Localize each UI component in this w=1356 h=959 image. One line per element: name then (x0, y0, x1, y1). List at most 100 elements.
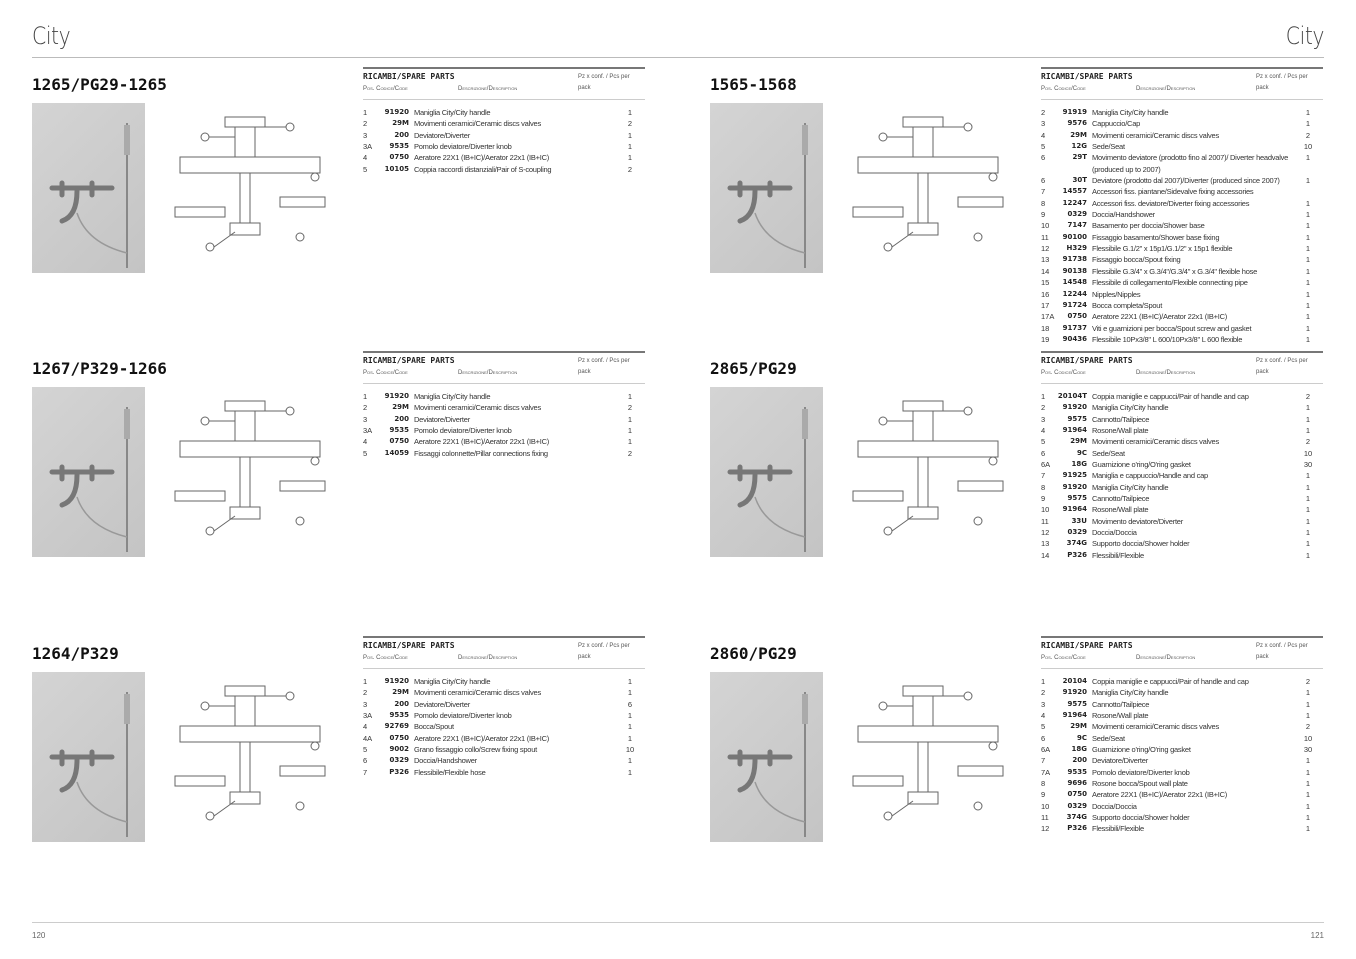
table-title: RICAMBI/SPARE PARTS (1041, 641, 1133, 650)
column-pos-code: Pos. Codice/Code (1041, 370, 1086, 376)
product-code-title: 1565-1568 (710, 75, 797, 94)
row-quantity: 1 (1305, 539, 1311, 549)
row-quantity: 1 (1305, 779, 1311, 789)
row-pos: 4 (363, 722, 368, 732)
row-quantity: 1 (627, 437, 633, 447)
row-description: Doccia/Handshower (414, 756, 477, 766)
row-pos: 12 (1041, 528, 1050, 538)
row-quantity: 1 (1305, 688, 1311, 698)
row-quantity: 1 (1305, 516, 1311, 526)
row-description: Accessori fiss. piantane/Sidevalve fixin… (1092, 187, 1254, 197)
row-description: Cannotto/Tailpiece (1092, 494, 1150, 504)
row-code: 0750 (1067, 790, 1087, 799)
row-quantity: 2 (1305, 677, 1311, 686)
column-pcs: Pz x conf. / Pcs per pack (1256, 358, 1308, 375)
column-description: Descrizione/Description (458, 86, 518, 92)
row-quantity: 30 (1303, 460, 1313, 470)
exploded-diagram (838, 666, 1023, 851)
row-code: 91919 (1062, 108, 1087, 116)
column-pos-code: Pos. Codice/Code (363, 86, 408, 92)
row-pos: 3A (363, 426, 373, 436)
row-description: Flessibile 10Px3/8" L 600/10Px3/8" L 600… (1092, 334, 1243, 344)
row-pos: 8 (1041, 779, 1046, 789)
row-quantity: 2 (627, 448, 633, 458)
row-quantity: 2 (1305, 130, 1311, 140)
row-pos: 13 (1041, 255, 1050, 265)
row-pos: 2 (363, 119, 368, 129)
row-code: 29T (1072, 153, 1087, 162)
row-code: P326 (1067, 824, 1087, 833)
row-description: Deviatore/Diverter (414, 699, 470, 709)
row-code: 9002 (389, 745, 409, 754)
product-code-title: 1265/PG29-1265 (32, 75, 167, 94)
row-pos: 6 (1041, 176, 1046, 186)
row-pos: 3 (363, 414, 368, 424)
row-pos: 9 (1041, 494, 1046, 504)
row-quantity: 2 (1305, 437, 1311, 447)
row-pos: 5 (363, 448, 368, 458)
row-description: Rosone bocca/Spout wall plate (1092, 779, 1188, 789)
row-pos: 5 (1041, 142, 1046, 152)
row-code: 200 (1072, 756, 1087, 765)
row-description: Flessibile G.3/4" x G.3/4"/G.3/4" x G.3/… (1092, 266, 1258, 276)
row-description: Movimento deviatore/Diverter (1092, 516, 1183, 526)
row-description: Coppia maniglie e cappucci/Pair of handl… (1092, 392, 1249, 401)
column-pcs: Pz x conf. / Pcs per pack (578, 358, 630, 375)
row-pos: 7 (1041, 471, 1046, 481)
row-code: 29M (392, 403, 409, 412)
row-quantity: 1 (627, 767, 633, 777)
row-code: 18G (1071, 745, 1088, 754)
row-quantity: 1 (1305, 108, 1311, 117)
row-code: 9576 (1067, 119, 1087, 128)
row-code: 0329 (1067, 528, 1087, 537)
row-quantity: 1 (1305, 289, 1311, 299)
row-quantity: 2 (1305, 392, 1311, 401)
row-description: Fissaggio bocca/Spout fixing (1092, 255, 1181, 265)
row-code: 9575 (1067, 494, 1087, 503)
header-divider (32, 57, 1324, 58)
row-code: 20104 (1062, 677, 1087, 685)
product-photo (32, 387, 145, 557)
row-description: Sede/Seat (1092, 142, 1125, 152)
row-code: 9535 (389, 142, 409, 151)
row-pos: 5 (1041, 437, 1046, 447)
row-code: 91920 (1062, 403, 1087, 412)
row-description: Fissaggi colonnette/Pillar connections f… (414, 448, 548, 458)
row-code: 0329 (1067, 210, 1087, 219)
row-pos: 7A (1041, 767, 1051, 777)
row-quantity: 1 (1305, 300, 1311, 310)
row-quantity: 1 (627, 130, 633, 140)
row-code: 91964 (1062, 505, 1087, 514)
row-description: Cappuccio/Cap (1092, 119, 1141, 129)
table-title: RICAMBI/SPARE PARTS (1041, 72, 1133, 81)
row-code: 92769 (384, 722, 409, 731)
row-description: Cannotto/Tailpiece (1092, 699, 1150, 709)
column-description: Descrizione/Description (458, 370, 518, 376)
row-description: Coppia maniglie e cappucci/Pair of handl… (1092, 677, 1249, 686)
column-pcs: Pz x conf. / Pcs per pack (1256, 643, 1308, 660)
row-description: Flessibili/Flexible (1092, 550, 1144, 560)
row-pos: 12 (1041, 824, 1050, 834)
row-quantity: 1 (1305, 221, 1311, 231)
row-description: Aeratore 22X1 (IB+IC)/Aerator 22x1 (IB+I… (1092, 312, 1227, 322)
row-pos: 4 (363, 437, 368, 447)
row-code: H329 (1066, 244, 1087, 253)
